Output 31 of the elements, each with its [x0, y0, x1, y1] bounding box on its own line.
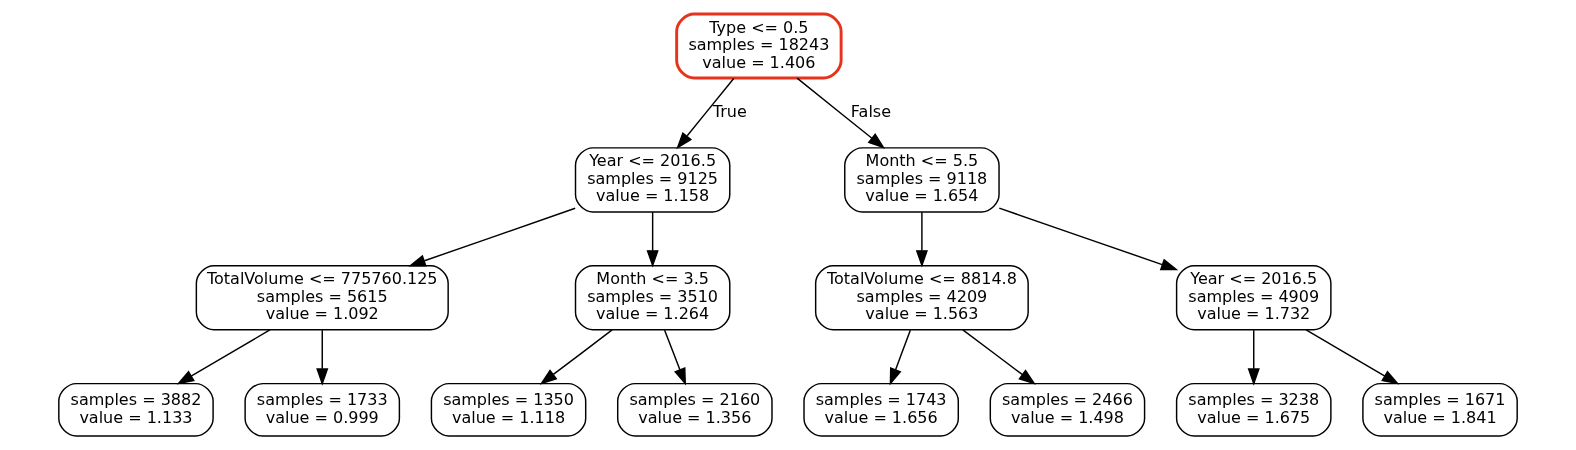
node-box: TotalVolume <= 8814.8 samples = 4209 value = 1.563	[814, 265, 1029, 331]
edge-label: True	[712, 102, 747, 122]
edge-label: False	[850, 102, 892, 122]
node-box: samples = 2160 value = 1.356	[617, 382, 773, 437]
arrow	[676, 77, 735, 150]
node-box: samples = 3238 value = 1.675	[1175, 382, 1332, 437]
node-box: samples = 1733 value = 0.999	[244, 382, 401, 437]
arrow	[316, 329, 329, 386]
arrow	[889, 329, 912, 386]
node-box: samples = 3882 value = 1.133	[58, 382, 214, 437]
node-box: Month <= 3.5 samples = 3510 value = 1.264	[574, 265, 731, 331]
arrow	[796, 77, 886, 149]
node-box: Year <= 2016.5 samples = 9125 value = 1.158	[574, 147, 731, 213]
node-box: samples = 1350 value = 1.118	[430, 382, 587, 437]
arrow	[663, 329, 687, 386]
node-box: Type <= 0.5 samples = 18243 value = 1.406	[675, 12, 843, 80]
arrow	[176, 329, 271, 385]
arrow	[962, 329, 1036, 385]
node-box: Year <= 2016.5 samples = 4909 value = 1.732	[1175, 265, 1332, 331]
node-box: samples = 1743 value = 1.656	[803, 382, 959, 437]
arrow	[1247, 329, 1260, 386]
arrow	[998, 207, 1179, 271]
node-box: TotalVolume <= 775760.125 samples = 5615 value = 1.092	[195, 265, 449, 331]
arrow	[646, 211, 659, 268]
arrow	[915, 211, 929, 268]
arrow	[1305, 329, 1400, 385]
node-box: samples = 2466 value = 1.498	[989, 382, 1146, 437]
arrow	[408, 207, 576, 267]
arrow	[539, 329, 613, 385]
node-box: samples = 1671 value = 1.841	[1362, 382, 1518, 437]
node-box: Month <= 5.5 samples = 9118 value = 1.654	[844, 147, 1000, 213]
